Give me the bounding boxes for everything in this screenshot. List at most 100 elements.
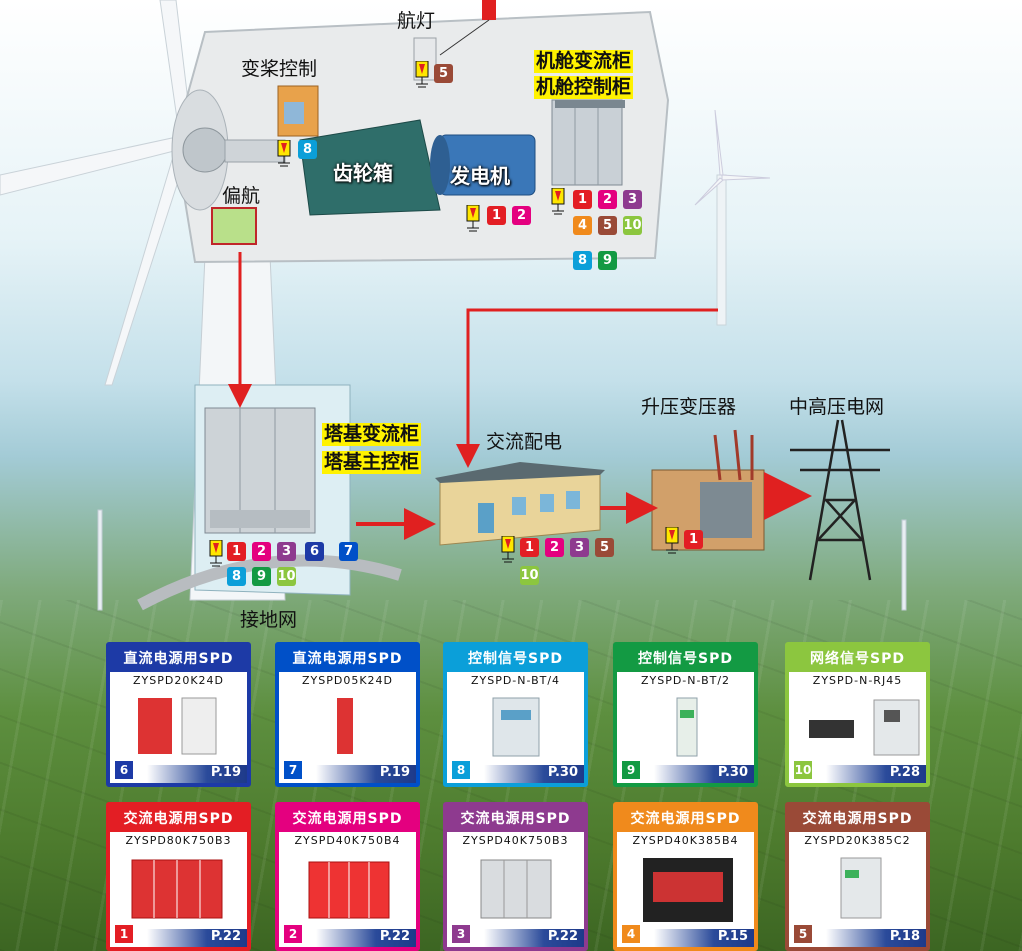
tower-main-control-label: 塔基主控柜 — [322, 451, 422, 474]
blade-bottom — [104, 159, 186, 386]
spd-badge-8: 8 — [573, 251, 592, 270]
spd-symbol-icon — [209, 540, 223, 567]
product-card-4[interactable]: 交流电源用SPD ZYSPD40K385B4 4 P.15 — [613, 802, 758, 951]
transmission-pylon — [790, 419, 890, 581]
card-page-link[interactable]: P.18 — [889, 929, 920, 944]
spd-badge-7: 7 — [339, 542, 358, 561]
card-page-link[interactable]: P.22 — [379, 929, 410, 944]
spd-badge-3: 3 — [570, 538, 589, 557]
background-turbines — [97, 509, 907, 611]
card-title: 交流电源用SPD — [447, 806, 584, 832]
card-title: 控制信号SPD — [447, 646, 584, 672]
ac-distribution-building — [435, 462, 605, 546]
card-page-link[interactable]: P.22 — [547, 929, 578, 944]
nacelle-cabinet — [551, 99, 625, 186]
step-up-transformer-unit — [651, 429, 765, 551]
card-number-badge: 3 — [451, 924, 471, 944]
spd-badge-2: 2 — [545, 538, 564, 557]
product-card-10[interactable]: 网络信号SPD ZYSPD-N-RJ45 10 P.28 — [785, 642, 930, 787]
spd-symbol-icon — [466, 205, 480, 232]
page-bar — [826, 929, 926, 947]
spd-badge-9: 9 — [598, 251, 617, 270]
spd-symbol-icon — [551, 188, 565, 215]
card-number-badge: 7 — [283, 760, 303, 780]
spd-badge-6: 6 — [305, 542, 324, 561]
card-model: ZYSPD20K385C2 — [804, 834, 911, 847]
card-model: ZYSPD-N-RJ45 — [812, 674, 903, 687]
nacelle-control-label: 机舱控制柜 — [534, 76, 634, 99]
card-title: 交流电源用SPD — [617, 806, 754, 832]
spd-badge-5: 5 — [434, 64, 453, 83]
product-image — [789, 850, 926, 926]
product-image — [110, 690, 247, 766]
card-page-link[interactable]: P.30 — [547, 765, 578, 780]
product-image — [617, 850, 754, 926]
card-title: 直流电源用SPD — [110, 646, 247, 672]
page-bar — [484, 765, 584, 783]
product-image — [279, 850, 416, 926]
navigation-light — [482, 0, 496, 20]
card-title: 交流电源用SPD — [789, 806, 926, 832]
card-number-badge: 9 — [621, 760, 641, 780]
card-title: 网络信号SPD — [789, 646, 926, 672]
card-number-badge: 10 — [793, 760, 813, 780]
card-number-badge: 5 — [793, 924, 813, 944]
card-model: ZYSPD40K385B4 — [632, 834, 739, 847]
spd-badge-1: 1 — [684, 530, 703, 549]
product-card-5[interactable]: 交流电源用SPD ZYSPD20K385C2 5 P.18 — [785, 802, 930, 951]
card-model: ZYSPD80K750B3 — [125, 834, 232, 847]
card-page-link[interactable]: P.30 — [717, 765, 748, 780]
turbine-to-ac-line — [456, 308, 718, 468]
page-bar — [654, 929, 754, 947]
spd-symbol-icon — [277, 140, 291, 167]
card-model: ZYSPD40K750B3 — [462, 834, 569, 847]
card-number-badge: 4 — [621, 924, 641, 944]
product-card-3[interactable]: 交流电源用SPD ZYSPD40K750B3 3 P.22 — [443, 802, 588, 951]
card-page-link[interactable]: P.15 — [717, 929, 748, 944]
spd-badge-5: 5 — [598, 216, 617, 235]
card-page-link[interactable]: P.28 — [889, 765, 920, 780]
spd-badge-2: 2 — [252, 542, 271, 561]
grounding-grid-label: 接地网 — [240, 609, 298, 631]
page-bar — [484, 929, 584, 947]
card-title: 直流电源用SPD — [279, 646, 416, 672]
product-card-2[interactable]: 交流电源用SPD ZYSPD40K750B4 2 P.22 — [275, 802, 420, 951]
card-title: 控制信号SPD — [617, 646, 754, 672]
distant-turbine-right — [694, 109, 771, 326]
gearbox-body — [299, 119, 441, 216]
card-model: ZYSPD40K750B4 — [294, 834, 401, 847]
spd-badge-10: 10 — [623, 216, 642, 235]
spd-badge-5: 5 — [595, 538, 614, 557]
spd-badge-10: 10 — [520, 566, 539, 585]
blade-left — [0, 137, 179, 196]
spd-symbol-icon — [665, 527, 679, 554]
card-model: ZYSPD-N-BT/2 — [640, 674, 731, 687]
card-page-link[interactable]: P.19 — [379, 765, 410, 780]
spd-symbol-icon — [501, 536, 515, 563]
gearbox-label: 齿轮箱 — [333, 161, 393, 185]
product-image — [447, 690, 584, 766]
ac-distribution-label: 交流配电 — [486, 431, 563, 453]
card-page-link[interactable]: P.19 — [210, 765, 241, 780]
yaw-unit — [211, 207, 257, 245]
card-number-badge: 1 — [114, 924, 134, 944]
page-bar — [147, 929, 247, 947]
yaw-label: 偏航 — [222, 185, 261, 207]
tower-converter-label: 塔基变流柜 — [322, 423, 422, 446]
card-page-link[interactable]: P.22 — [210, 929, 241, 944]
step-up-transformer-label: 升压变压器 — [641, 396, 737, 418]
tower-cabinet — [204, 407, 316, 534]
spd-badge-1: 1 — [520, 538, 539, 557]
spd-badge-8: 8 — [227, 567, 246, 586]
product-card-9[interactable]: 控制信号SPD ZYSPD-N-BT/2 9 P.30 — [613, 642, 758, 787]
card-model: ZYSPD20K24D — [132, 674, 225, 687]
spd-badge-8: 8 — [298, 140, 317, 159]
product-image — [110, 850, 247, 926]
spd-badge-9: 9 — [252, 567, 271, 586]
card-number-badge: 2 — [283, 924, 303, 944]
card-title: 交流电源用SPD — [279, 806, 416, 832]
